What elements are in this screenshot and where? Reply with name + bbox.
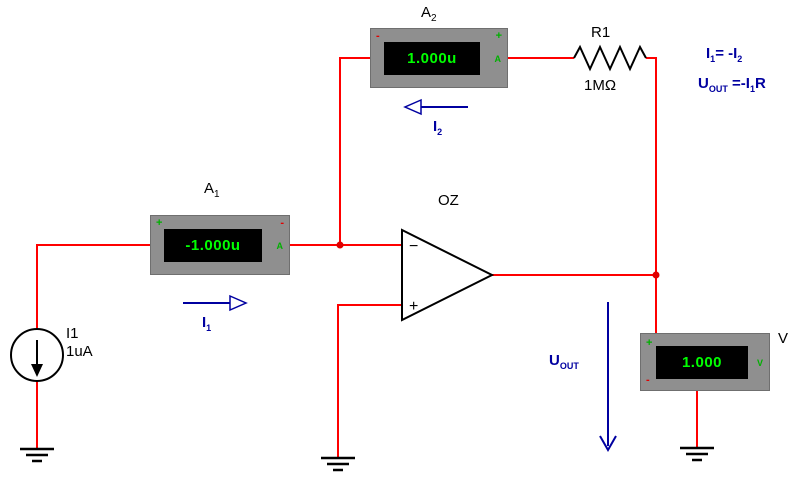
ground-symbol-right[interactable] (680, 446, 714, 462)
wire-source-to-a1[interactable] (36, 244, 150, 329)
label-r1-value: 1MΩ (584, 77, 617, 94)
ammeter-a2[interactable]: - + 1.000u A (370, 28, 508, 88)
a2-unit: A (494, 54, 502, 64)
opamp-noninverting-sign: + (409, 298, 418, 315)
uout-arrow-icon (599, 302, 617, 453)
current-source-i1[interactable] (10, 328, 64, 382)
wire-node-to-a2[interactable] (339, 57, 371, 245)
resistor-r1-body[interactable] (573, 44, 647, 72)
current-source-arrow-icon (31, 364, 43, 377)
current-arrow-i2-icon (403, 98, 468, 116)
label-r1: R1 (591, 24, 611, 41)
equation-1: I1= -I2 (706, 45, 743, 64)
wire-r1-to-output-node[interactable] (646, 57, 657, 275)
ground-symbol-left[interactable] (20, 447, 54, 463)
label-a2: A2 (421, 4, 437, 24)
junction-dot-inverting-node (336, 241, 344, 249)
label-i1-source-value: 1uA (66, 343, 93, 360)
voltmeter-unit: V (756, 358, 763, 368)
annotation-i2: I2 (433, 118, 443, 137)
a1-value: -1.000u (185, 237, 241, 254)
a2-minus-terminal: - (376, 30, 380, 42)
a2-plus-terminal: + (495, 30, 502, 42)
label-i1-source: I1 (66, 325, 79, 342)
voltmeter-plus-terminal: + (646, 337, 653, 349)
ammeter-a1[interactable]: + - -1.000u A (150, 215, 290, 275)
wire-opamp-noninverting-to-ground[interactable] (337, 304, 402, 457)
voltmeter-minus-terminal: - (646, 374, 650, 386)
label-voltmeter: V (778, 330, 789, 347)
opamp-inverting-sign: − (409, 238, 418, 255)
opamp-body[interactable] (401, 228, 495, 322)
ground-symbol-center[interactable] (321, 456, 355, 472)
label-opamp: OZ (438, 192, 459, 209)
label-a1: A1 (204, 180, 220, 200)
voltmeter[interactable]: + - 1.000 V (640, 333, 770, 391)
voltmeter-value: 1.000 (681, 354, 723, 371)
annotation-i1: I1 (202, 314, 212, 333)
equation-2: UOUT =-I1R (698, 75, 766, 94)
a1-minus-terminal: - (280, 217, 284, 229)
a1-plus-terminal: + (156, 217, 163, 229)
a2-value: 1.000u (407, 50, 457, 67)
a1-display: -1.000u (164, 229, 262, 262)
a1-unit: A (276, 241, 284, 251)
junction-dot-output-node (652, 271, 660, 279)
a2-display: 1.000u (384, 42, 480, 75)
current-arrow-i1-icon (183, 294, 248, 312)
voltmeter-display: 1.000 (656, 346, 748, 379)
annotation-uout: UOUT (549, 352, 579, 371)
